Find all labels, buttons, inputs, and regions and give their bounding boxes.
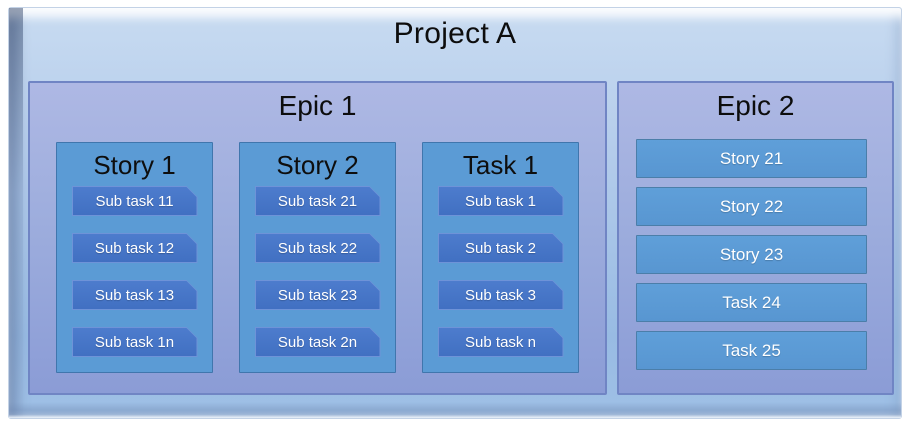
subtask-box: Sub task 21	[255, 186, 381, 216]
subtask-label: Sub task 21	[277, 192, 358, 210]
epic-2-container: Epic 2 Story 21 Story 22 Story 23 Task 2…	[617, 81, 894, 395]
epic-item-row: Story 22	[636, 187, 867, 226]
group-title: Task 1	[462, 150, 539, 180]
group-task-1: Task 1 Sub task 1 Sub task 2 Sub task 3 …	[422, 142, 579, 373]
subtask-label: Sub task 11	[95, 192, 174, 210]
subtask-box: Sub task 11	[72, 186, 198, 216]
subtask-box: Sub task 1	[438, 186, 564, 216]
epic-item-row: Story 23	[636, 235, 867, 274]
subtask-list: Sub task 21 Sub task 22 Sub task 23 Sub …	[255, 186, 381, 357]
subtask-label: Sub task 13	[94, 286, 175, 304]
subtask-box: Sub task 2n	[255, 327, 381, 357]
subtask-box: Sub task n	[438, 327, 564, 357]
subtask-box: Sub task 13	[72, 280, 198, 310]
subtask-label: Sub task 2n	[277, 333, 358, 351]
subtask-box: Sub task 23	[255, 280, 381, 310]
subtask-list: Sub task 11 Sub task 12 Sub task 13 Sub …	[72, 186, 198, 357]
subtask-label: Sub task 1n	[94, 333, 175, 351]
subtask-label: Sub task 2	[465, 239, 536, 257]
subtask-box: Sub task 1n	[72, 327, 198, 357]
subtask-box: Sub task 12	[72, 233, 198, 263]
subtask-label: Sub task 23	[277, 286, 358, 304]
project-title: Project A	[393, 17, 517, 50]
epic-2-item-list: Story 21 Story 22 Story 23 Task 24 Task …	[636, 139, 867, 370]
epic-item-row: Task 25	[636, 331, 867, 370]
project-container: Project A Epic 1 Story 1 Sub task 11 Sub…	[8, 7, 902, 419]
group-story-1: Story 1 Sub task 11 Sub task 12 Sub task…	[56, 142, 213, 373]
epic-title: Epic 2	[716, 90, 795, 121]
epic-item-row: Story 21	[636, 139, 867, 178]
subtask-list: Sub task 1 Sub task 2 Sub task 3 Sub tas…	[438, 186, 564, 357]
subtask-label: Sub task 22	[277, 239, 358, 257]
subtask-box: Sub task 3	[438, 280, 564, 310]
epic-1-groups: Story 1 Sub task 11 Sub task 12 Sub task…	[56, 142, 579, 373]
subtask-label: Sub task n	[465, 333, 536, 351]
group-title: Story 2	[276, 150, 359, 180]
epic-1-container: Epic 1 Story 1 Sub task 11 Sub task 12 S…	[28, 81, 607, 395]
group-title: Story 1	[93, 150, 176, 180]
subtask-label: Sub task 12	[94, 239, 175, 257]
epics-row: Epic 1 Story 1 Sub task 11 Sub task 12 S…	[28, 81, 894, 395]
group-story-2: Story 2 Sub task 21 Sub task 22 Sub task…	[239, 142, 396, 373]
subtask-box: Sub task 22	[255, 233, 381, 263]
subtask-label: Sub task 1	[465, 192, 536, 210]
subtask-label: Sub task 3	[465, 286, 536, 304]
epic-title: Epic 1	[278, 90, 357, 121]
subtask-box: Sub task 2	[438, 233, 564, 263]
epic-item-row: Task 24	[636, 283, 867, 322]
